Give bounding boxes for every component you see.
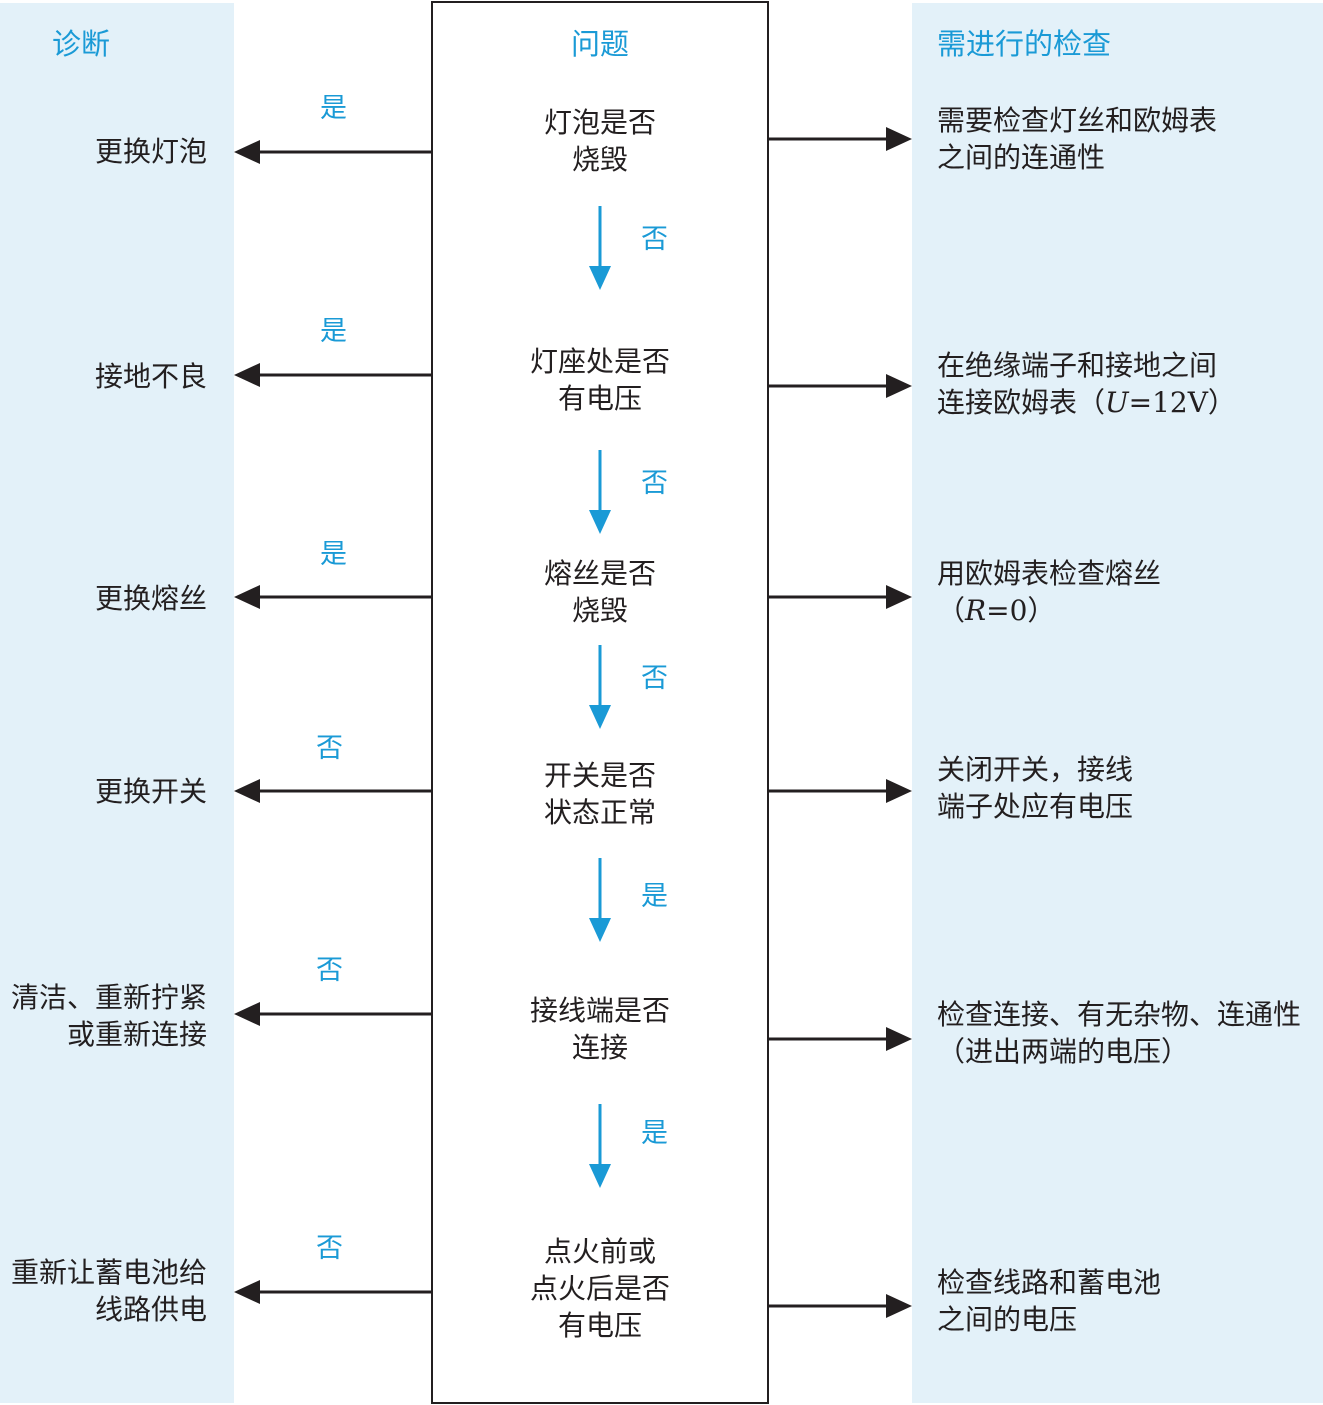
question-3: 熔丝是否烧毁 (543, 557, 656, 627)
check-2: 在绝缘端子和接地之间 连接欧姆表（U=12V） (937, 349, 1236, 419)
arrow-left-head-4 (234, 779, 260, 803)
check-4: 关闭开关，接线端子处应有电压 (937, 753, 1134, 823)
check-1: 需要检查灯丝和欧姆表之间的连通性 (937, 104, 1218, 174)
question-5: 接线端是否连接 (529, 994, 670, 1064)
check-2-line-2: 连接欧姆表（U=12V） (937, 386, 1236, 419)
arrow-down-head-2 (589, 510, 611, 534)
arrow-right-head-4 (886, 779, 912, 803)
diagnosis-2: 接地不良 (94, 360, 207, 393)
diagnosis-header: 诊断 (52, 27, 111, 61)
diagnosis-4: 更换开关 (94, 775, 207, 808)
check-3-line-2: （R=0） (937, 594, 1056, 627)
arrow-left-head-1 (234, 140, 260, 164)
diagnosis-5: 清洁、重新拧紧或重新连接 (10, 981, 207, 1051)
arrow-right-head-5 (886, 1027, 912, 1051)
arrow-down-head-4 (589, 918, 611, 942)
question-2: 灯座处是否有电压 (529, 345, 670, 415)
check-5: 检查连接、有无杂物、连通性（进出两端的电压） (937, 998, 1302, 1068)
checks-column (912, 3, 1323, 1403)
down-label-4: 是 (641, 881, 668, 912)
arrow-down-head-3 (589, 705, 611, 729)
arrow-left-head-3 (234, 585, 260, 609)
question-header: 问题 (570, 27, 629, 61)
arrow-right-head-6 (886, 1294, 912, 1318)
checks-header: 需进行的检查 (937, 27, 1112, 61)
down-label-5: 是 (641, 1118, 668, 1149)
yes-label-3: 是 (320, 539, 347, 570)
diagnosis-1: 更换灯泡 (94, 135, 207, 168)
no-label-4: 否 (316, 733, 343, 764)
arrow-down-head-5 (589, 1164, 611, 1188)
check-3: 用欧姆表检查熔丝 （R=0） (937, 557, 1162, 627)
down-label-2: 否 (641, 468, 668, 499)
no-label-6: 否 (316, 1233, 343, 1264)
arrow-right-head-3 (886, 585, 912, 609)
no-label-5: 否 (316, 955, 343, 986)
arrow-left-head-2 (234, 363, 260, 387)
down-label-1: 否 (641, 224, 668, 255)
arrow-right-head-2 (886, 374, 912, 398)
yes-label-1: 是 (320, 93, 347, 124)
arrow-left-head-5 (234, 1002, 260, 1026)
question-6: 点火前或点火后是否有电压 (529, 1235, 670, 1342)
arrow-down-head-1 (589, 266, 611, 290)
question-4: 开关是否状态正常 (543, 759, 656, 829)
diagnosis-6: 重新让蓄电池给线路供电 (10, 1256, 207, 1326)
diagnosis-3: 更换熔丝 (94, 582, 207, 615)
yes-label-2: 是 (320, 316, 347, 347)
down-label-3: 否 (641, 663, 668, 694)
diagnosis-column (0, 3, 234, 1403)
arrow-left-head-6 (234, 1280, 260, 1304)
question-1: 灯泡是否烧毁 (543, 106, 656, 176)
check-6: 检查线路和蓄电池之间的电压 (937, 1266, 1162, 1336)
arrow-right-head-1 (886, 127, 912, 151)
